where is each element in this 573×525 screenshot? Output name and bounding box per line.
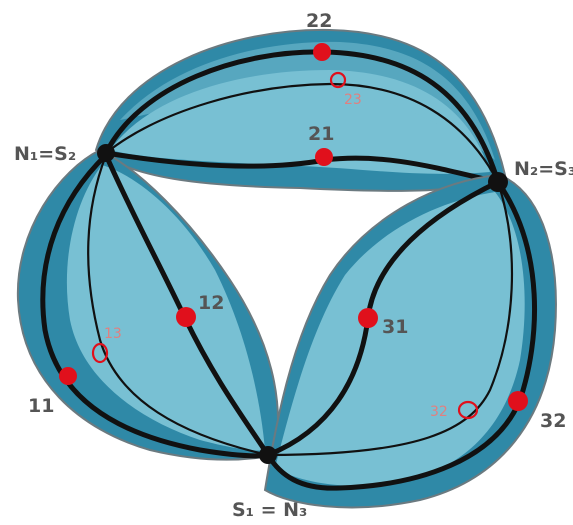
node-label-top-right: N₂=S₃ [514,158,573,180]
marker-22 [313,43,331,61]
marker-12 [176,307,196,327]
node-top-right [488,172,508,192]
marker-11 [59,367,77,385]
curve-label-32b: 32 [430,404,448,420]
curve-label-12: 12 [198,292,224,314]
left-lens [18,150,278,460]
marker-32 [508,391,528,411]
node-label-top-left: N₁=S₂ [14,143,76,165]
curve-label-32: 32 [540,410,566,432]
curve-label-21: 21 [308,123,334,145]
node-label-bottom: S₁ = N₃ [232,499,307,521]
marker-21 [315,148,333,166]
top-lens [96,30,505,191]
curve-label-31: 31 [382,316,408,338]
right-lens [265,175,556,507]
curve-label-13: 13 [104,326,122,342]
marker-31 [358,308,378,328]
node-bottom [259,446,277,464]
curve-label-11: 11 [28,395,54,417]
node-top-left [97,144,115,162]
curve-label-22: 22 [306,10,332,32]
curve-label-23: 23 [344,92,362,108]
